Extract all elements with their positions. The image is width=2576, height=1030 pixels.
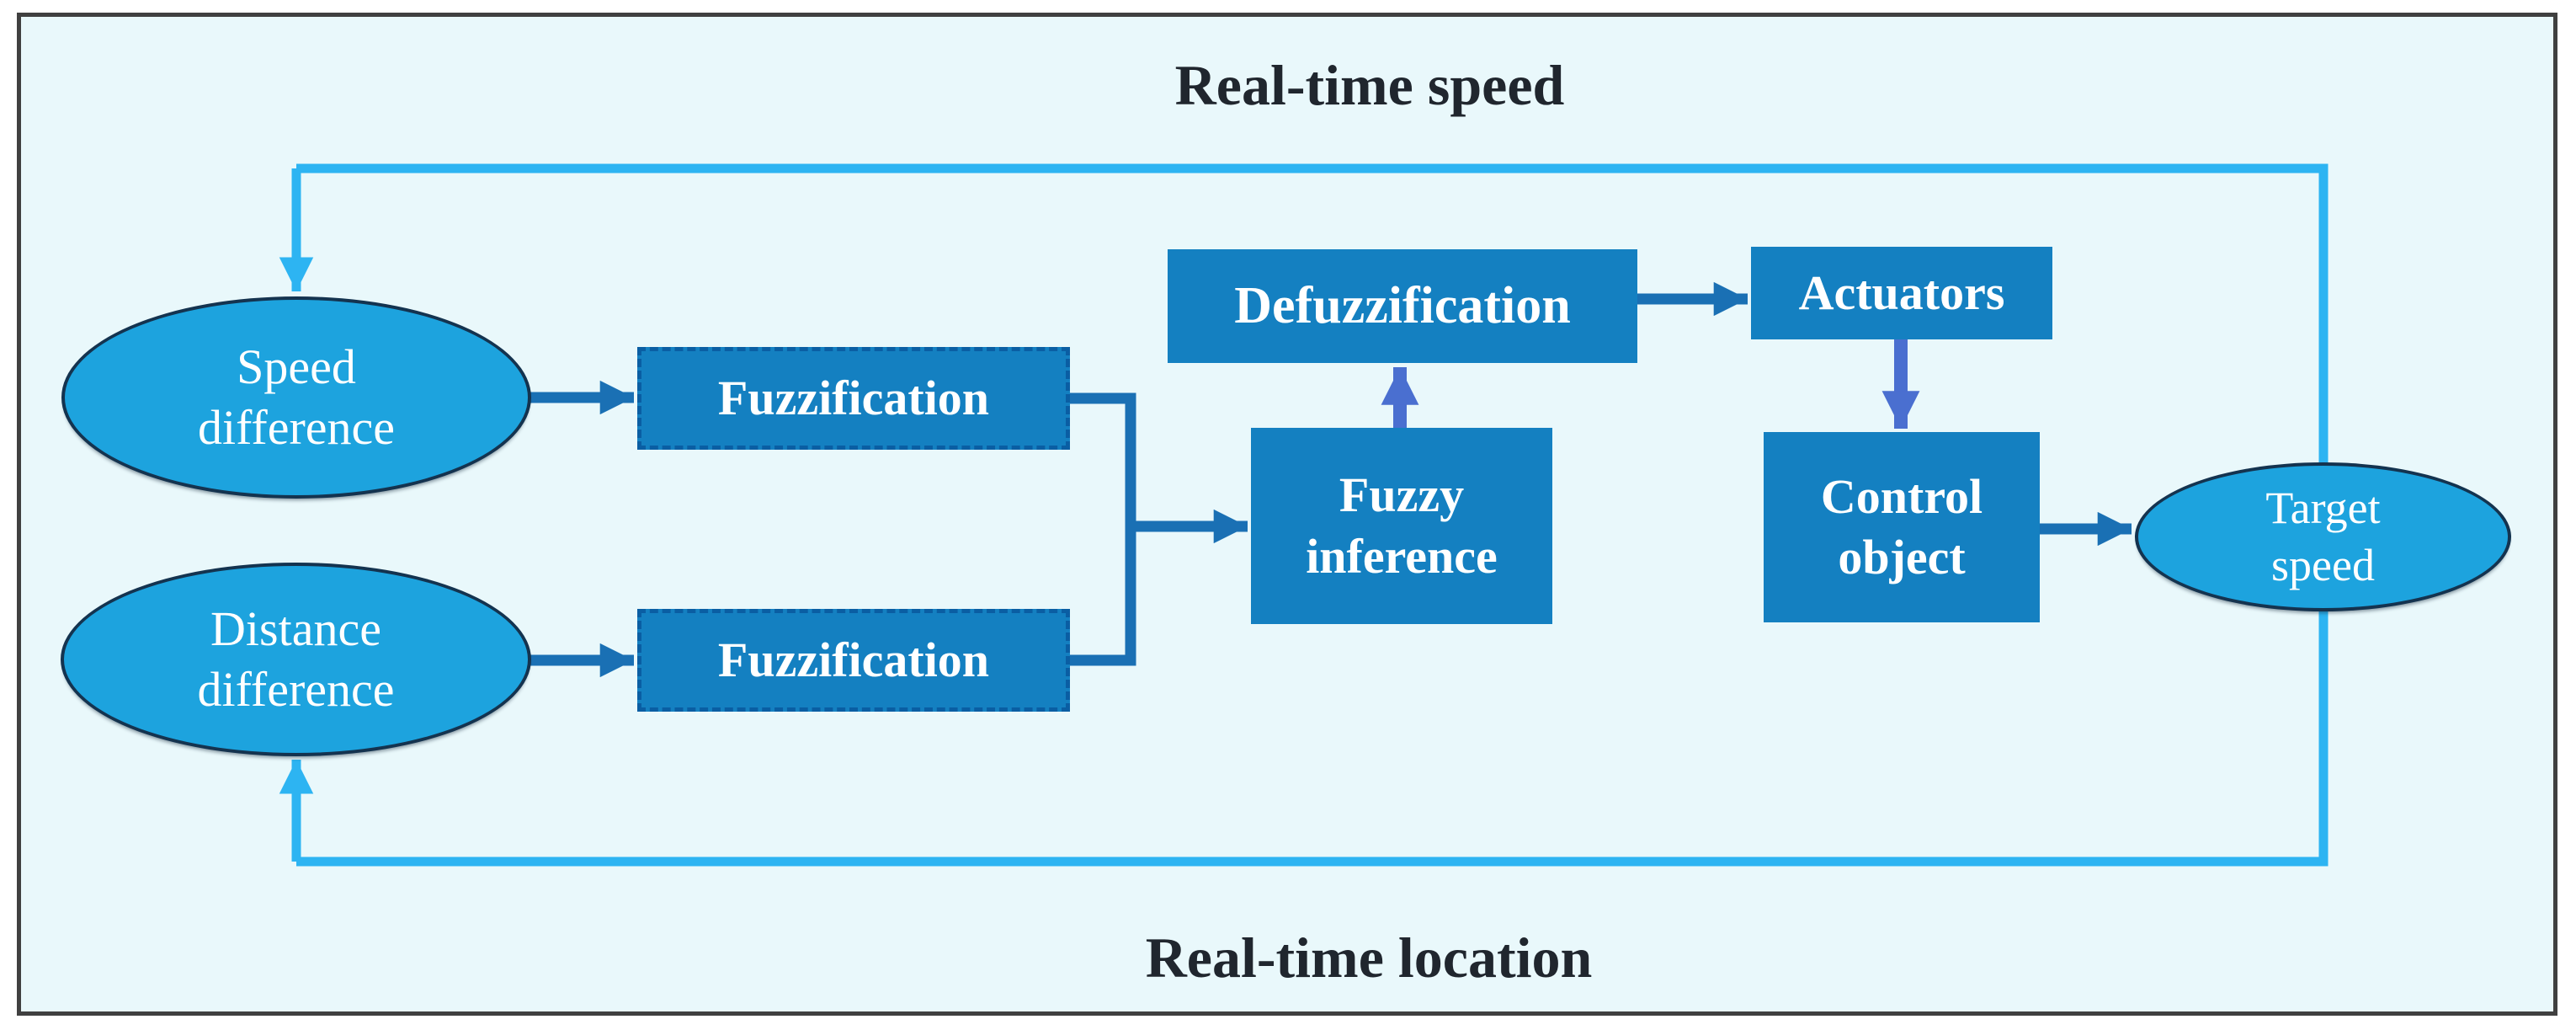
target-speed-line2: speed	[2271, 539, 2375, 590]
box-fuzzification-top: Fuzzification	[637, 347, 1070, 450]
distance-difference-line2: difference	[197, 662, 395, 717]
ellipse-target-speed: Target speed	[2135, 462, 2511, 611]
actuators-label: Actuators	[1798, 264, 2005, 320]
target-speed-line1: Target	[2265, 483, 2381, 533]
realtime-location-label: Real-time location	[1145, 926, 1593, 990]
box-fuzzy-inference: Fuzzy inference	[1251, 428, 1552, 624]
fuzzification-top-label: Fuzzification	[717, 370, 990, 425]
realtime-speed-label: Real-time speed	[1174, 53, 1565, 117]
box-actuators: Actuators	[1751, 247, 2052, 339]
speed-difference-line2: difference	[198, 400, 395, 455]
speed-difference-line1: Speed	[237, 339, 356, 394]
ellipse-distance-difference: Distance difference	[61, 563, 531, 756]
fuzzy-inference-line2: inference	[1306, 528, 1498, 584]
fuzzy-inference-line1: Fuzzy	[1339, 467, 1465, 522]
distance-difference-line1: Distance	[210, 600, 381, 656]
control-object-line2: object	[1838, 530, 1966, 584]
box-control-object: Control object	[1764, 432, 2040, 622]
box-fuzzification-bottom: Fuzzification	[637, 609, 1070, 712]
fuzzification-bottom-label: Fuzzification	[717, 632, 990, 687]
ellipse-speed-difference: Speed difference	[61, 296, 531, 499]
box-defuzzification: Defuzzification	[1168, 249, 1637, 363]
defuzzification-label: Defuzzification	[1234, 276, 1571, 334]
control-object-line1: Control	[1820, 468, 1983, 524]
